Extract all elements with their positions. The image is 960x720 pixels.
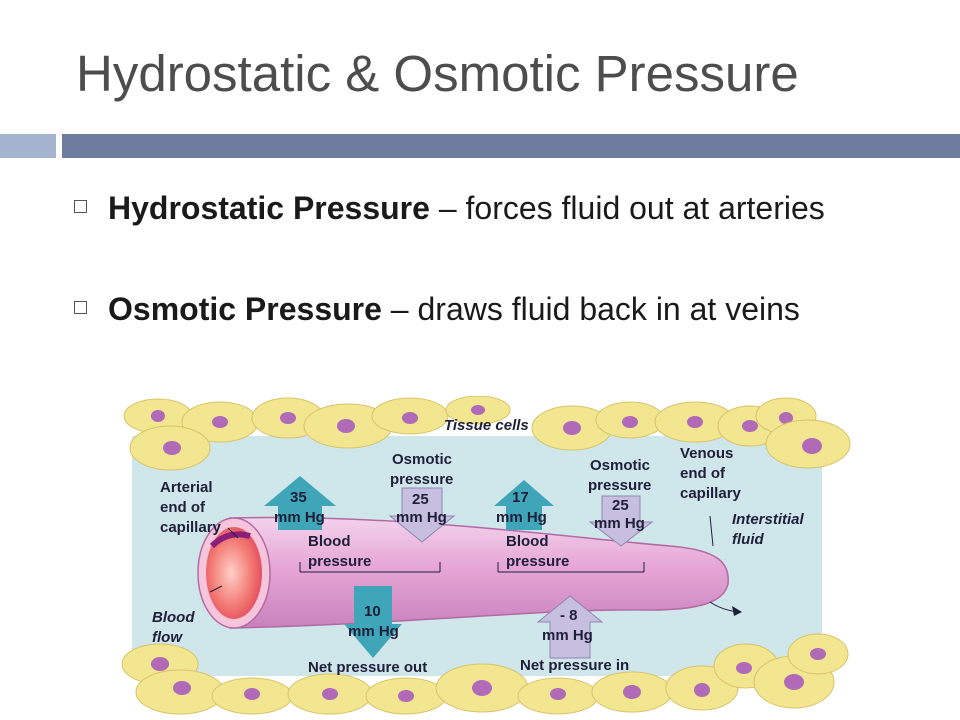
- osmotic-pressure-value: 25: [612, 497, 629, 514]
- net-out-value: 10: [364, 603, 381, 620]
- title-accent-bar: [62, 134, 960, 158]
- bullet-text: – draws fluid back in at veins: [382, 291, 800, 327]
- blood-pressure-label: Blood: [506, 533, 549, 550]
- slide-title: Hydrostatic & Osmotic Pressure: [76, 44, 799, 103]
- blood-pressure-value: mm Hg: [274, 509, 325, 526]
- arterial-end-label: end of: [160, 499, 206, 516]
- blood-pressure-value: 17: [512, 489, 529, 506]
- venous-end-label: end of: [680, 465, 726, 482]
- tissue-cells-label: Tissue cells: [444, 417, 529, 434]
- osmotic-pressure-value: mm Hg: [396, 509, 447, 526]
- arterial-end-label: capillary: [160, 519, 222, 536]
- bullet-square-icon: [74, 301, 87, 314]
- bullet-term: Hydrostatic Pressure: [108, 190, 430, 226]
- osmotic-pressure-value: 25: [412, 491, 429, 508]
- osmotic-pressure-label: Osmotic: [590, 457, 650, 474]
- blood-pressure-value: 35: [290, 489, 307, 506]
- interstitial-fluid-label: Interstitial: [732, 511, 805, 528]
- osmotic-pressure-label: pressure: [588, 477, 651, 494]
- bullet-term: Osmotic Pressure: [108, 291, 382, 327]
- osmotic-pressure-label: pressure: [390, 471, 453, 488]
- net-out-value: mm Hg: [348, 623, 399, 640]
- bullet-text: – forces fluid out at arteries: [430, 190, 825, 226]
- blood-pressure-label: pressure: [506, 553, 569, 570]
- interstitial-fluid-label: fluid: [732, 531, 764, 548]
- bullet-square-icon: [74, 200, 87, 213]
- net-in-value: - 8: [560, 607, 578, 624]
- osmotic-pressure-label: Osmotic: [392, 451, 452, 468]
- arterial-end-label: Arterial: [160, 479, 213, 496]
- net-pressure-in-label: Net pressure in: [520, 657, 629, 674]
- blood-pressure-label: pressure: [308, 553, 371, 570]
- venous-end-label: Venous: [680, 445, 733, 462]
- blood-pressure-label: Blood: [308, 533, 351, 550]
- title-accent-bar-light: [0, 134, 56, 158]
- blood-pressure-value: mm Hg: [496, 509, 547, 526]
- bullet-hydrostatic: Hydrostatic Pressure – forces fluid out …: [74, 186, 854, 230]
- net-pressure-out-label: Net pressure out: [308, 659, 427, 676]
- venous-end-label: capillary: [680, 485, 742, 502]
- bullet-osmotic: Osmotic Pressure – draws fluid back in a…: [74, 287, 854, 331]
- capillary-exchange-diagram: Tissue cells Arterial end of capillary V…: [110, 396, 870, 716]
- net-in-value: mm Hg: [542, 627, 593, 644]
- blood-flow-label: flow: [152, 629, 183, 646]
- osmotic-pressure-value: mm Hg: [594, 515, 645, 532]
- blood-flow-label: Blood: [152, 609, 195, 626]
